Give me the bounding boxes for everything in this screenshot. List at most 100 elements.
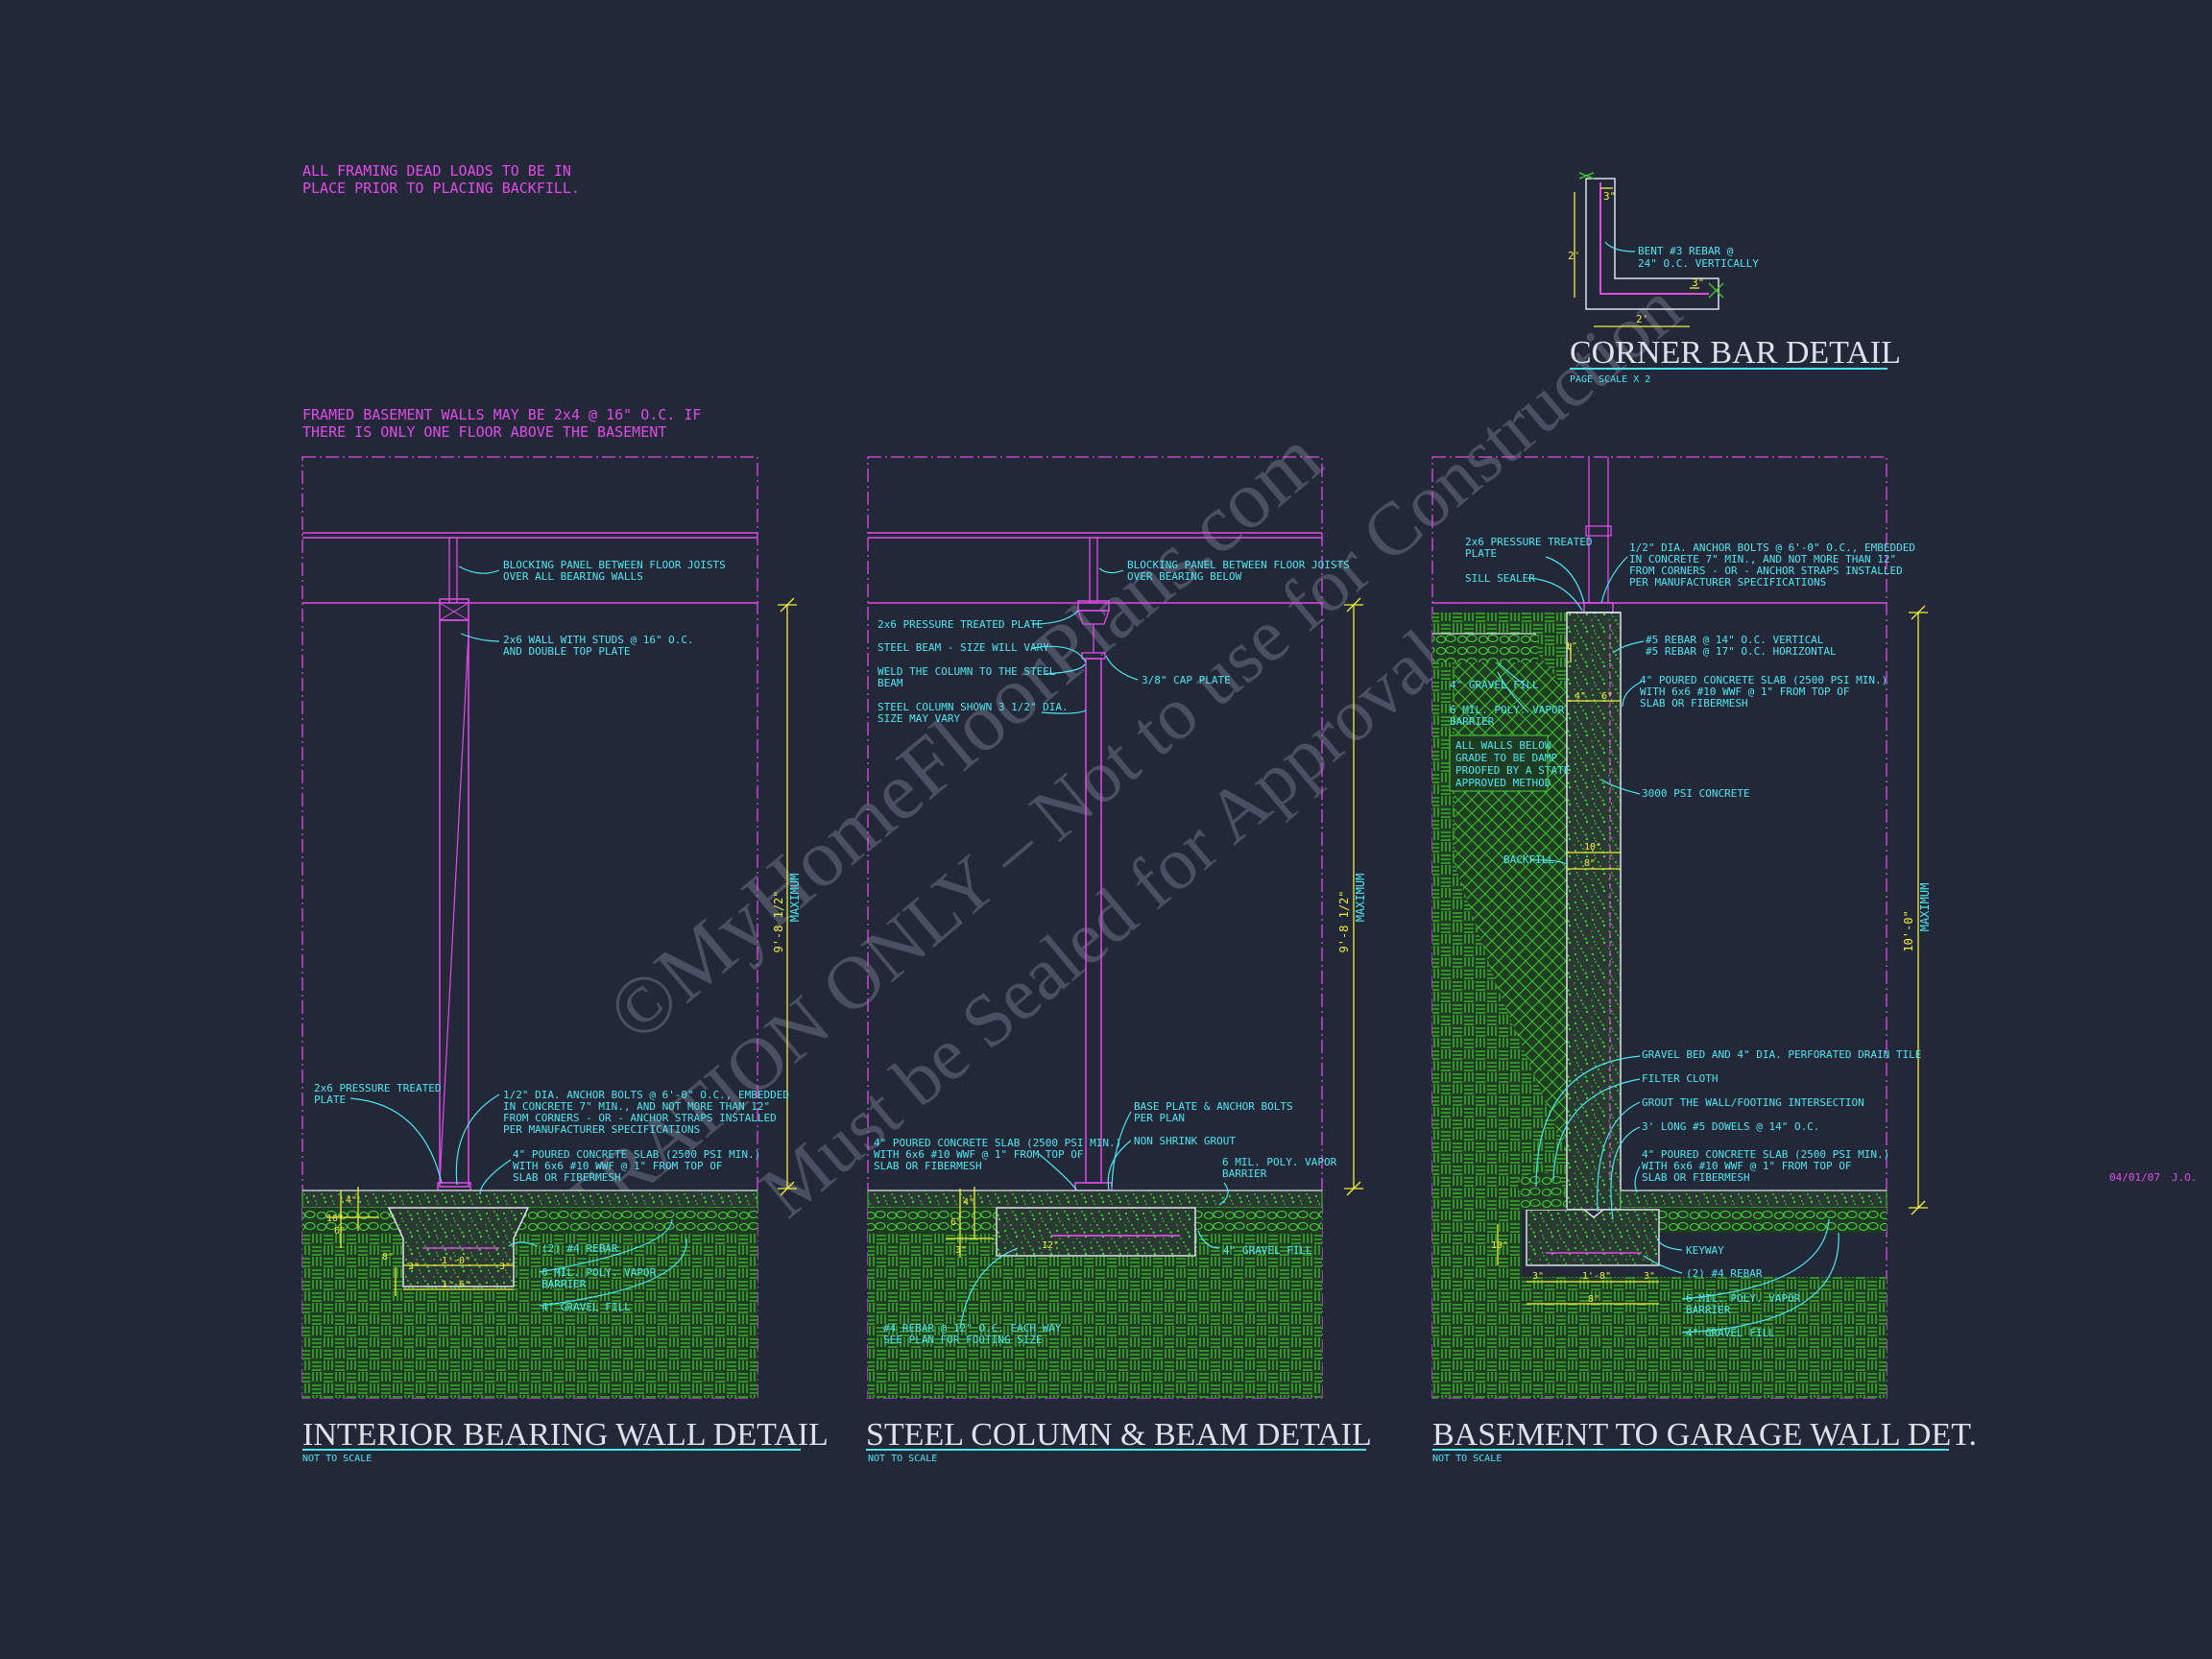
svg-text:3": 3": [1644, 1271, 1655, 1282]
detail1-note-rebar: (2) #4 REBAR: [541, 1242, 618, 1255]
detail1-note-anchor: 1/2" DIA. ANCHOR BOLTS @ 6'-0" O.C., EMB…: [503, 1089, 789, 1101]
detail3-note-plate: 2x6 PRESSURE TREATED: [1465, 536, 1592, 548]
detail1-note-wall: 2x6 WALL WITH STUDS @ 16" O.C.: [503, 634, 694, 646]
svg-text:SLAB OR FIBERMESH: SLAB OR FIBERMESH: [874, 1160, 982, 1172]
svg-text:WITH 6x6 #10 WWF @ 1" FROM TOP: WITH 6x6 #10 WWF @ 1" FROM TOP OF: [1640, 685, 1850, 698]
detail1-note-plate: 2x6 PRESSURE TREATED: [314, 1082, 441, 1094]
svg-text:24" O.C. VERTICALLY: 24" O.C. VERTICALLY: [1638, 257, 1759, 270]
svg-text:10": 10": [1491, 1240, 1508, 1251]
corner-dim-top: 3": [1603, 190, 1616, 203]
detail1-title: INTERIOR BEARING WALL DETAIL: [302, 1417, 829, 1453]
detail2-note-beam: STEEL BEAM - SIZE WILL VARY: [878, 641, 1049, 654]
detail2-note-cap: 3/8" CAP PLATE: [1142, 674, 1231, 686]
svg-text:FRAMED BASEMENT WALLS MAY BE 2: FRAMED BASEMENT WALLS MAY BE 2x4 @ 16" O…: [302, 406, 701, 423]
svg-text:SIZE MAY VARY: SIZE MAY VARY: [878, 712, 960, 725]
svg-text:SLAB OR FIBERMESH: SLAB OR FIBERMESH: [513, 1171, 621, 1184]
basement-garage-wall-detail: 10'-0" MAXIMUM 1' 4" 6" 10" 8" 10" 3" 1'…: [1431, 456, 1977, 1464]
svg-text:8": 8": [1584, 858, 1596, 869]
detail2-note-column: STEEL COLUMN SHOWN 3 1/2" DIA.: [878, 701, 1069, 713]
detail3-note-damp: ALL WALLS BELOW: [1455, 739, 1551, 752]
svg-text:PLATE: PLATE: [314, 1094, 346, 1106]
detail2-height-dim: 9'-8 1/2": [1337, 890, 1351, 952]
detail2-title: STEEL COLUMN & BEAM DETAIL: [866, 1417, 1372, 1453]
general-note-framed-walls: FRAMED BASEMENT WALLS MAY BE 2x4 @ 16" O…: [302, 406, 701, 441]
date-stamp: 04/01/07 J.O.: [2109, 1171, 2198, 1184]
detail2-note-rebar: #4 REBAR @ 12" O.C. EACH WAY: [883, 1322, 1062, 1334]
detail2-note-weld: WELD THE COLUMN TO THE STEEL: [878, 665, 1056, 678]
svg-text:4": 4": [1575, 691, 1586, 702]
svg-text:PER MANUFACTURER SPECIFICATION: PER MANUFACTURER SPECIFICATIONS: [503, 1123, 700, 1136]
detail2-note-vapor: 6 MIL. POLY. VAPOR: [1222, 1156, 1337, 1168]
svg-text:1'-8": 1'-8": [1582, 1271, 1611, 1282]
corner-dim-side: 2': [1568, 250, 1580, 262]
detail2-callouts: BLOCKING PANEL BETWEEN FLOOR JOISTS OVER…: [874, 559, 1350, 1346]
corner-detail-title: CORNER BAR DETAIL: [1570, 335, 1901, 371]
svg-text:6": 6": [1601, 691, 1613, 702]
svg-text:SEE PLAN FOR FOOTING SIZE: SEE PLAN FOR FOOTING SIZE: [883, 1334, 1043, 1346]
svg-text:BARRIER: BARRIER: [1686, 1304, 1731, 1316]
svg-text:6": 6": [950, 1217, 962, 1228]
detail3-note-rebar: (2) #4 REBAR: [1686, 1267, 1763, 1280]
svg-text:8": 8": [382, 1252, 394, 1262]
detail3-note-keyway: KEYWAY: [1686, 1244, 1724, 1257]
detail3-note-sill: SILL SEALER: [1465, 572, 1535, 585]
svg-text:WITH 6x6 #10 WWF @ 1" FROM TOP: WITH 6x6 #10 WWF @ 1" FROM TOP OF: [513, 1160, 723, 1172]
svg-text:OVER BEARING BELOW: OVER BEARING BELOW: [1127, 570, 1242, 583]
svg-text:10": 10": [1584, 842, 1601, 853]
corner-note-rebar: BENT #3 REBAR @: [1638, 245, 1734, 257]
svg-text:12": 12": [1042, 1240, 1059, 1251]
svg-text:FROM CORNERS - OR - ANCHOR STR: FROM CORNERS - OR - ANCHOR STRAPS INSTAL…: [1629, 565, 1903, 577]
svg-text:PLACE PRIOR TO PLACING BACKFIL: PLACE PRIOR TO PLACING BACKFILL.: [302, 180, 580, 197]
svg-text:IN CONCRETE 7" MIN., AND NOT M: IN CONCRETE 7" MIN., AND NOT MORE THAN 1…: [1629, 553, 1896, 565]
svg-text:8": 8": [1588, 1294, 1599, 1305]
svg-text:WITH 6x6 #10 WWF @ 1" FROM TOP: WITH 6x6 #10 WWF @ 1" FROM TOP OF: [874, 1148, 1084, 1161]
svg-text:3": 3": [499, 1262, 511, 1272]
detail1-height-note: MAXIMUM: [788, 874, 802, 923]
svg-text:PER PLAN: PER PLAN: [1134, 1112, 1185, 1124]
interior-bearing-wall-detail: 9'-8 1/2" MAXIMUM 4" 6" 1'-0" 3" 1'-6" 3…: [301, 456, 829, 1464]
svg-text:OVER ALL BEARING WALLS: OVER ALL BEARING WALLS: [503, 570, 643, 583]
detail2-note-slab: 4" POURED CONCRETE SLAB (2500 PSI MIN.): [874, 1137, 1121, 1149]
svg-text:AND DOUBLE TOP PLATE: AND DOUBLE TOP PLATE: [503, 645, 630, 658]
svg-text:6": 6": [334, 1226, 346, 1237]
svg-text:THERE IS ONLY ONE FLOOR ABOVE: THERE IS ONLY ONE FLOOR ABOVE THE BASEME…: [302, 423, 666, 441]
detail3-note-backfill: BACKFILL: [1503, 854, 1554, 866]
steel-column-beam-detail: 9'-8 1/2" MAXIMUM 4" 6" 12" 3" BLOCKING …: [866, 456, 1372, 1464]
detail2-scale: NOT TO SCALE: [868, 1454, 937, 1464]
svg-text:PROOFED BY A STATE: PROOFED BY A STATE: [1455, 764, 1570, 777]
detail2-height-note: MAXIMUM: [1354, 874, 1367, 923]
svg-text:BARRIER: BARRIER: [1222, 1167, 1267, 1180]
svg-text:SLAB OR FIBERMESH: SLAB OR FIBERMESH: [1642, 1171, 1750, 1184]
svg-text:1': 1': [1565, 641, 1576, 652]
detail3-note-vapor-top: 6 MIL. POLY. VAPOR: [1450, 704, 1565, 716]
detail3-note-gravel-bot: 4" GRAVEL FILL: [1686, 1327, 1775, 1339]
detail3-scale: NOT TO SCALE: [1432, 1454, 1502, 1464]
detail1-scale: NOT TO SCALE: [302, 1454, 372, 1464]
svg-text:1'-0": 1'-0": [442, 1256, 470, 1266]
svg-text:4": 4": [963, 1197, 974, 1208]
detail3-note-anchor: 1/2" DIA. ANCHOR BOLTS @ 6'-0" O.C., EMB…: [1629, 541, 1915, 554]
detail1-callouts: BLOCKING PANEL BETWEEN FLOOR JOISTS OVER…: [314, 559, 789, 1313]
detail3-note-slab-bot: 4" POURED CONCRETE SLAB (2500 PSI MIN.): [1642, 1148, 1889, 1161]
corner-dim-bottom: 2': [1636, 313, 1648, 325]
svg-text:#5 REBAR @ 17" O.C. HORIZONTAL: #5 REBAR @ 17" O.C. HORIZONTAL: [1646, 645, 1837, 658]
svg-text:ALL FRAMING DEAD LOADS TO BE I: ALL FRAMING DEAD LOADS TO BE IN: [302, 162, 571, 180]
svg-text:IN CONCRETE 7" MIN., AND NOT M: IN CONCRETE 7" MIN., AND NOT MORE THAN 1…: [503, 1100, 770, 1113]
detail1-note-vapor: 6 MIL. POLY. VAPOR: [541, 1266, 657, 1279]
svg-text:FROM CORNERS - OR - ANCHOR STR: FROM CORNERS - OR - ANCHOR STRAPS INSTAL…: [503, 1112, 777, 1124]
detail3-note-filter: FILTER CLOTH: [1642, 1072, 1718, 1085]
detail1-note-gravel: 4" GRAVEL FILL: [541, 1301, 631, 1313]
detail1-height-dim: 9'-8 1/2": [772, 890, 785, 952]
svg-text:WITH 6x6 #10 WWF @ 1" FROM TOP: WITH 6x6 #10 WWF @ 1" FROM TOP OF: [1642, 1160, 1852, 1172]
detail2-note-blocking: BLOCKING PANEL BETWEEN FLOOR JOISTS: [1127, 559, 1350, 571]
detail1-note-slab: 4" POURED CONCRETE SLAB (2500 PSI MIN.): [513, 1148, 760, 1161]
detail3-height-dim: 10'-0": [1902, 910, 1915, 951]
detail2-note-gravel: 4" GRAVEL FILL: [1223, 1244, 1312, 1257]
corner-detail-scale: PAGE SCALE X 2: [1570, 374, 1650, 385]
svg-text:3": 3": [408, 1262, 420, 1272]
detail3-callouts: 2x6 PRESSURE TREATED PLATE SILL SEALER 1…: [1450, 536, 1921, 1339]
detail3-note-drain: GRAVEL BED AND 4" DIA. PERFORATED DRAIN …: [1642, 1048, 1921, 1061]
svg-text:PLATE: PLATE: [1465, 547, 1497, 560]
svg-text:PER MANUFACTURER SPECIFICATION: PER MANUFACTURER SPECIFICATIONS: [1629, 576, 1826, 589]
